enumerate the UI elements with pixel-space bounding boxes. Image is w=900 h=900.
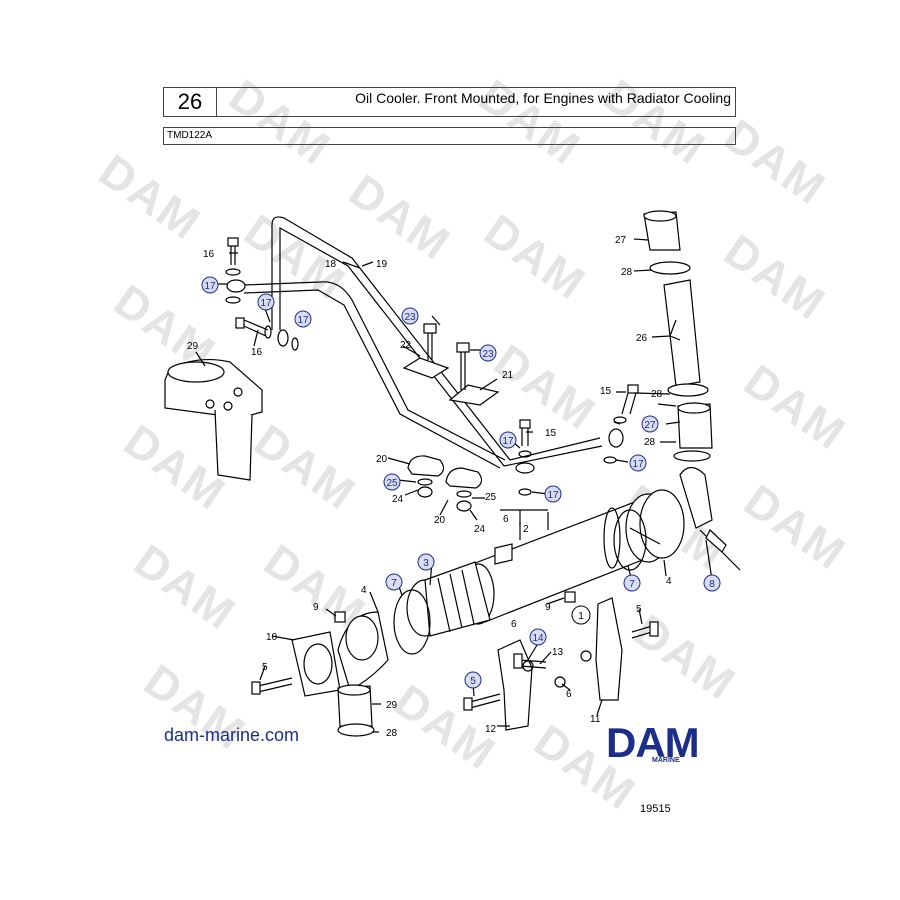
- dam-logo: DAM: [606, 722, 738, 766]
- callout-24: 24: [474, 524, 486, 535]
- callout-25: 25: [386, 478, 398, 489]
- callout-27: 27: [615, 235, 627, 246]
- callout-26: 26: [636, 333, 648, 344]
- logo-text: DAM: [606, 719, 700, 766]
- callout-4: 4: [666, 576, 672, 587]
- callout-11: 11: [590, 714, 601, 725]
- callout-6: 6: [503, 514, 509, 525]
- banjo-bolt-16-side: [235, 317, 299, 351]
- seal-ring-7-left: [393, 589, 431, 655]
- model-label: TMD122A: [163, 127, 736, 145]
- callout-12: 12: [485, 724, 497, 735]
- drawing-number: 19515: [640, 803, 671, 815]
- callout-13: 13: [552, 647, 564, 658]
- callout-5: 5: [636, 604, 642, 615]
- oil-pipe-19: [271, 216, 601, 461]
- seal-ring-7-right: [613, 509, 647, 571]
- callout-6: 6: [511, 619, 517, 630]
- callout-21: 21: [502, 370, 514, 381]
- filter-housing-29: [164, 358, 263, 481]
- callout-15: 15: [600, 386, 612, 397]
- callout-27: 27: [644, 420, 656, 431]
- callout-17: 17: [547, 490, 559, 501]
- bracket-11: [595, 597, 623, 701]
- oil-cooler-2: [461, 489, 685, 625]
- callout-17: 17: [297, 315, 309, 326]
- callout-18: 18: [325, 259, 337, 270]
- callout-28: 28: [644, 437, 656, 448]
- callout-16: 16: [203, 249, 215, 260]
- clamp-20-left: [407, 455, 445, 477]
- callout-6: 6: [566, 689, 572, 700]
- callout-1: 1: [578, 611, 584, 622]
- callout-9: 9: [313, 602, 319, 613]
- header-box: 26 Oil Cooler. Front Mounted, for Engine…: [163, 87, 736, 117]
- callout-23: 23: [404, 312, 416, 323]
- gasket-10: [291, 631, 341, 697]
- callout-24: 24: [392, 494, 404, 505]
- bracket-12: [497, 639, 533, 731]
- tube-stack-3: [406, 561, 491, 637]
- oil-pipe-19-inner: [279, 226, 603, 467]
- bracket-22: [402, 357, 450, 379]
- callout-28: 28: [651, 389, 663, 400]
- callout-8: 8: [709, 579, 715, 590]
- callout-4: 4: [361, 585, 367, 596]
- callout-17: 17: [204, 281, 216, 292]
- oil-pipe-18-inner: [243, 289, 501, 469]
- circled-callouts: [201, 276, 721, 689]
- logo-subtitle: MARINE: [652, 757, 680, 764]
- callout-19: 19: [376, 259, 388, 270]
- circled-callout-labels: 17 17 17 23 23 17 25 17 17 27 3 7 7 8 14…: [204, 281, 715, 687]
- callout-9: 9: [545, 602, 551, 613]
- website-link[interactable]: dam-marine.com: [164, 725, 300, 745]
- callout-2: 2: [523, 524, 529, 535]
- callout-29: 29: [187, 341, 199, 352]
- oil-pipe-18: [243, 281, 506, 461]
- callout-25: 25: [485, 492, 497, 503]
- callout-20: 20: [434, 515, 446, 526]
- callout-17: 17: [502, 436, 514, 447]
- callout-20: 20: [376, 454, 388, 465]
- page-title: Oil Cooler. Front Mounted, for Engines w…: [355, 90, 731, 106]
- banjo-bolt-16-top: [225, 237, 246, 304]
- callout-16: 16: [251, 347, 263, 358]
- callout-28: 28: [386, 728, 398, 739]
- hose-26: [643, 210, 713, 529]
- callout-5: 5: [470, 676, 476, 687]
- callout-22: 22: [400, 340, 412, 351]
- callout-10: 10: [266, 632, 278, 643]
- callout-15: 15: [545, 428, 557, 439]
- callout-17: 17: [260, 298, 272, 309]
- callout-7: 7: [391, 578, 397, 589]
- callout-7: 7: [629, 579, 635, 590]
- callout-29: 29: [386, 700, 398, 711]
- bracket-21: [448, 384, 500, 406]
- page-number: 26: [164, 88, 217, 116]
- callout-17: 17: [632, 459, 644, 470]
- callout-labels: 16 16 29 18 19 22 21 20 20 24 24 25 15 1…: [187, 235, 672, 739]
- callout-14: 14: [532, 633, 544, 644]
- clamp-20-right: [445, 467, 483, 489]
- callout-3: 3: [423, 558, 429, 569]
- callout-23: 23: [482, 349, 494, 360]
- callout-28: 28: [621, 267, 633, 278]
- callout-5: 5: [262, 662, 268, 673]
